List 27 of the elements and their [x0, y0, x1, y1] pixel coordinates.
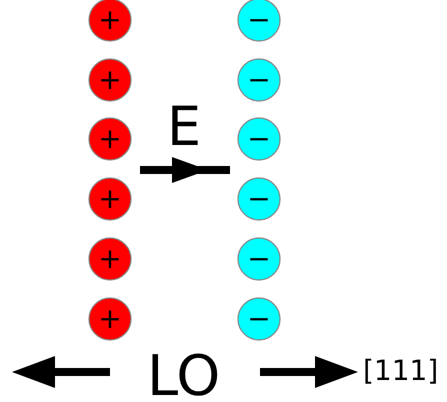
- charge-sign: −: [246, 241, 272, 277]
- positive-charge: [88, 0, 132, 42]
- charge-sign: +: [97, 62, 123, 98]
- negative-charge: [237, 297, 281, 341]
- negative-charge: [237, 237, 281, 281]
- charge-sign: +: [97, 181, 123, 217]
- charge-sign: −: [246, 301, 272, 337]
- charge-sign: −: [246, 2, 272, 38]
- positive-charge: [88, 237, 132, 281]
- charge-sign: −: [246, 121, 272, 157]
- positive-charge: [88, 58, 132, 102]
- positive-charge: [88, 177, 132, 221]
- charge-sign: +: [97, 301, 123, 337]
- charge-sign: +: [97, 2, 123, 38]
- negative-charge: [237, 0, 281, 42]
- direction-label: [111]: [363, 357, 438, 385]
- charge-sign: −: [246, 62, 272, 98]
- charge-sign: −: [246, 181, 272, 217]
- negative-charge: [237, 58, 281, 102]
- charge-sign: +: [97, 241, 123, 277]
- positive-charge: [88, 117, 132, 161]
- negative-charge: [237, 117, 281, 161]
- field-label: E: [167, 100, 202, 154]
- positive-charge: [88, 297, 132, 341]
- negative-charge: [237, 177, 281, 221]
- mode-label: LO: [147, 349, 220, 402]
- charge-sign: +: [97, 121, 123, 157]
